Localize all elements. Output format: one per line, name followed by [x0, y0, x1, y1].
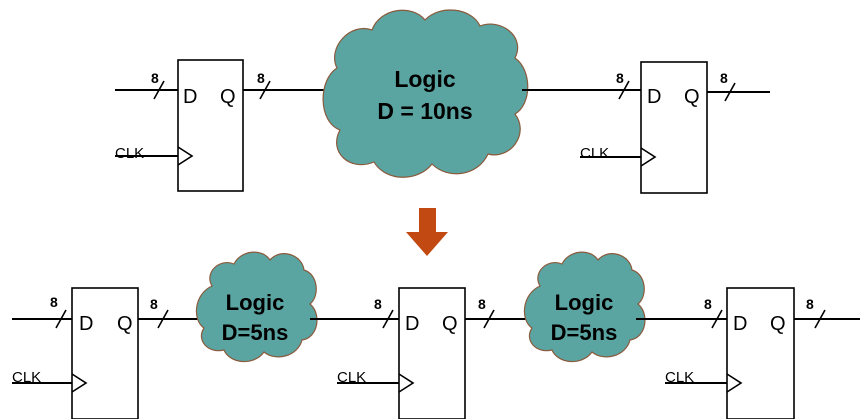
- bus-width-label: 8: [478, 296, 486, 312]
- d-pin-label: D: [405, 313, 419, 335]
- bus-slash: [157, 309, 169, 329]
- flip-flop-box: [726, 287, 795, 419]
- clk-label: CLK: [337, 369, 366, 386]
- logic-label: Logic: [226, 290, 285, 315]
- clock-triangle: [726, 373, 743, 393]
- bus-width-label: 8: [616, 70, 624, 86]
- cloud-shape: [523, 251, 646, 363]
- bottom-logic-cloud-2: Logic D=5ns: [523, 251, 646, 363]
- d-pin-label: D: [733, 313, 747, 335]
- bus-width-label: 8: [720, 70, 728, 86]
- top-register-2: 8 D Q CLK 8: [522, 61, 770, 194]
- bus-slash: [153, 80, 165, 100]
- q-pin-label: Q: [220, 86, 236, 108]
- delay-label: D=5ns: [222, 320, 289, 345]
- clock-triangle: [177, 146, 194, 166]
- bus-slash: [259, 80, 271, 100]
- clk-label: CLK: [12, 369, 41, 386]
- bus-slash: [711, 309, 723, 329]
- flip-flop-box: [177, 59, 244, 192]
- down-arrow-icon: [406, 208, 448, 256]
- bus-width-label: 8: [257, 70, 265, 86]
- bus-width-label: 8: [151, 70, 159, 86]
- cloud-shape: [322, 9, 529, 178]
- top-register-1: 8 D Q CLK 8: [115, 59, 330, 192]
- bus-width-label: 8: [50, 294, 58, 310]
- q-pin-label: Q: [770, 313, 786, 335]
- bottom-register-3: 8 D Q CLK 8: [636, 287, 860, 419]
- clk-label: CLK: [115, 145, 144, 162]
- bus-width-label: 8: [150, 296, 158, 312]
- bus-width-label: 8: [704, 296, 712, 312]
- bus-slash: [724, 82, 736, 102]
- bus-slash: [814, 309, 826, 329]
- flip-flop-box: [398, 287, 466, 419]
- logic-label: Logic: [555, 290, 614, 315]
- d-pin-label: D: [647, 86, 661, 108]
- flip-flop-box: [640, 61, 708, 194]
- clock-triangle: [640, 147, 657, 167]
- clk-label: CLK: [580, 145, 609, 162]
- delay-label: D = 10ns: [377, 98, 472, 124]
- clock-triangle: [71, 373, 88, 393]
- bottom-logic-cloud-1: Logic D=5ns: [195, 251, 318, 363]
- bottom-register-2: 8 D Q CLK 8: [310, 287, 535, 419]
- q-pin-label: Q: [117, 313, 133, 335]
- bottom-register-1: 8 D Q CLK 8: [12, 287, 205, 419]
- bus-width-label: 8: [374, 296, 382, 312]
- d-pin-label: D: [183, 86, 197, 108]
- flip-flop-box: [71, 287, 139, 419]
- bus-slash: [382, 309, 394, 329]
- q-pin-label: Q: [442, 313, 458, 335]
- cloud-shape: [195, 251, 318, 363]
- bus-slash: [483, 309, 495, 329]
- delay-label: D=5ns: [551, 320, 618, 345]
- bus-slash: [618, 80, 630, 100]
- bus-slash: [55, 309, 67, 329]
- bus-width-label: 8: [806, 296, 814, 312]
- d-pin-label: D: [79, 313, 93, 335]
- clock-triangle: [398, 373, 415, 393]
- q-pin-label: Q: [684, 86, 700, 108]
- clk-label: CLK: [665, 369, 694, 386]
- top-logic-cloud: Logic D = 10ns: [322, 9, 529, 178]
- logic-label: Logic: [394, 66, 456, 92]
